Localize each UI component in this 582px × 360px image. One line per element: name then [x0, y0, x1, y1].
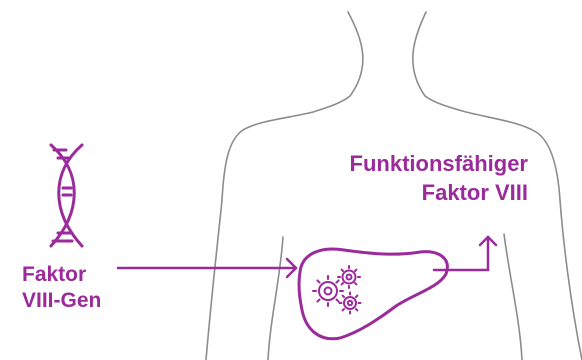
- product-label: Funktionsfähiger Faktor VIII: [240, 150, 528, 207]
- product-label-line2: Faktor VIII: [240, 179, 528, 208]
- product-label-line1: Funktionsfähiger: [240, 150, 528, 179]
- gene-label: Faktor VIII-Gen: [22, 262, 101, 315]
- liver-icon: [299, 249, 447, 339]
- gene-label-line1: Faktor: [22, 262, 101, 288]
- arm-line-left: [268, 237, 283, 360]
- dna-icon: [51, 145, 82, 246]
- liver-shape: [299, 249, 447, 339]
- arm-line-right: [504, 234, 522, 360]
- gene-label-line2: VIII-Gen: [22, 288, 101, 314]
- gene-to-liver-arrow: [118, 259, 296, 277]
